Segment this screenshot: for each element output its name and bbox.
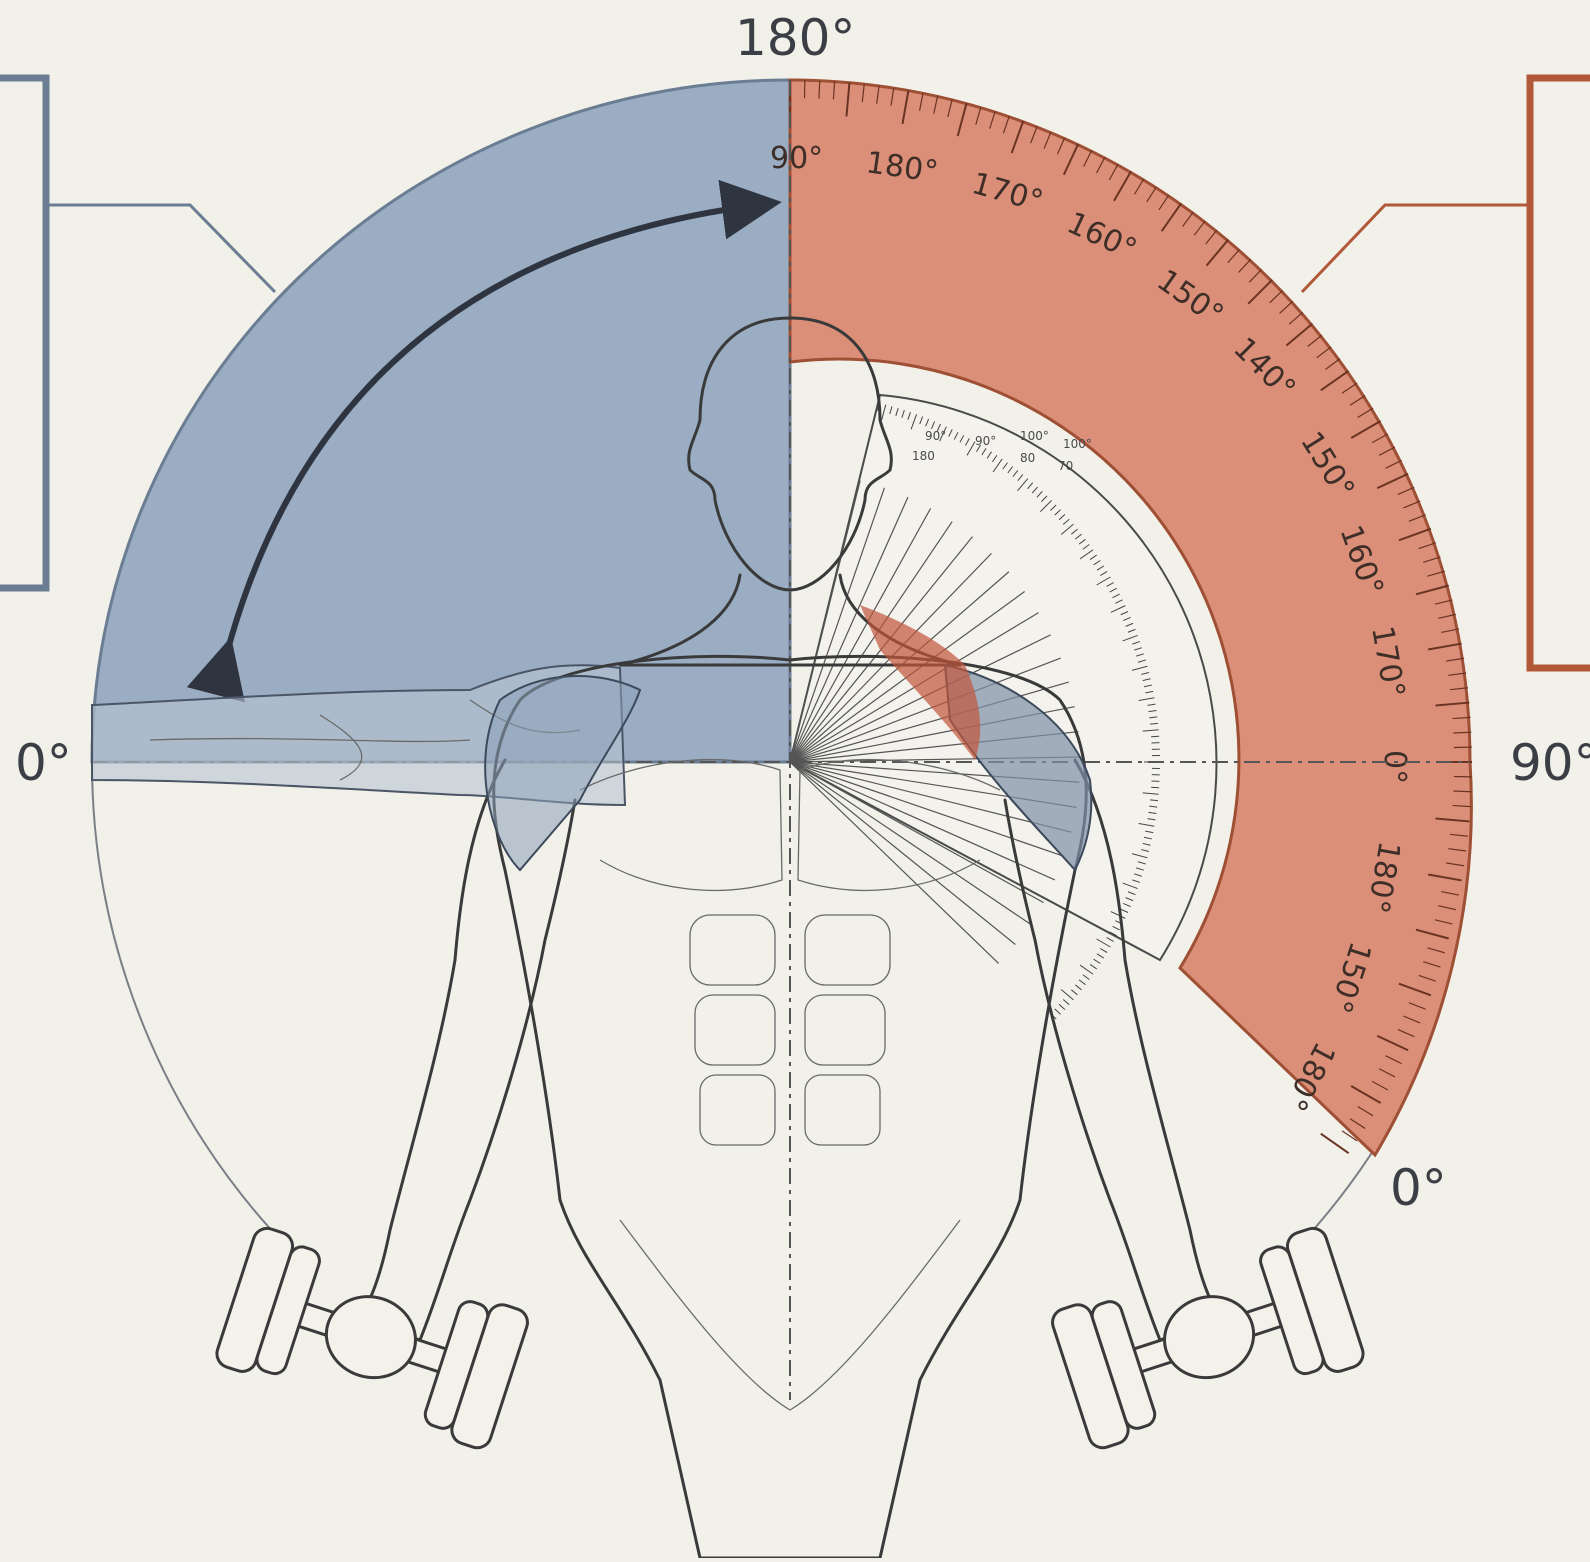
protractor-label-6: 100° bbox=[1063, 437, 1092, 451]
scale-label-1: 90° bbox=[770, 141, 823, 176]
lower-guide-arc-left bbox=[92, 762, 290, 1250]
right-angle-label: 90° bbox=[1510, 734, 1590, 792]
protractor-tick bbox=[1151, 787, 1159, 788]
left-dumbbell-icon bbox=[213, 1225, 531, 1452]
scale-tick bbox=[819, 81, 820, 99]
scale-tick bbox=[1321, 1134, 1349, 1154]
protractor-label-2: 180 bbox=[912, 449, 935, 463]
bottom-right-angle-label: 0° bbox=[1390, 1159, 1447, 1217]
protractor-tick bbox=[1059, 1004, 1065, 1009]
protractor-label-1: 90° bbox=[925, 429, 946, 443]
protractor-tick bbox=[1061, 990, 1073, 1000]
protractor-tick bbox=[1079, 980, 1085, 985]
protractor-tick bbox=[1071, 990, 1077, 995]
scale-tick bbox=[1453, 791, 1471, 792]
right-dumbbell-icon bbox=[1049, 1225, 1367, 1452]
protractor-tick bbox=[1075, 985, 1081, 990]
protractor-tick bbox=[1090, 964, 1097, 968]
protractor-tick bbox=[1063, 999, 1069, 1004]
protractor-tick bbox=[1094, 959, 1101, 963]
protractor-label-3: 90° bbox=[975, 434, 996, 448]
protractor-label-5: 80 bbox=[1020, 451, 1035, 465]
protractor-tick bbox=[1080, 965, 1093, 974]
blue-abduction-region bbox=[92, 80, 790, 762]
protractor-tick bbox=[1055, 1009, 1061, 1014]
left-angle-label: 0° bbox=[15, 734, 72, 792]
protractor-tick bbox=[1097, 954, 1104, 958]
protractor-tick bbox=[1100, 948, 1107, 952]
protractor-tick bbox=[1097, 939, 1111, 947]
scale-tick bbox=[1453, 732, 1471, 733]
protractor-tick bbox=[1083, 975, 1089, 980]
protractor-label-7: 70 bbox=[1058, 459, 1073, 473]
protractor-tick bbox=[1107, 938, 1114, 942]
protractor-tick bbox=[1151, 736, 1159, 737]
top-angle-label: 180° bbox=[735, 9, 855, 67]
protractor-label-4: 100° bbox=[1020, 429, 1049, 443]
scale-label-10: 0° bbox=[1377, 750, 1412, 784]
